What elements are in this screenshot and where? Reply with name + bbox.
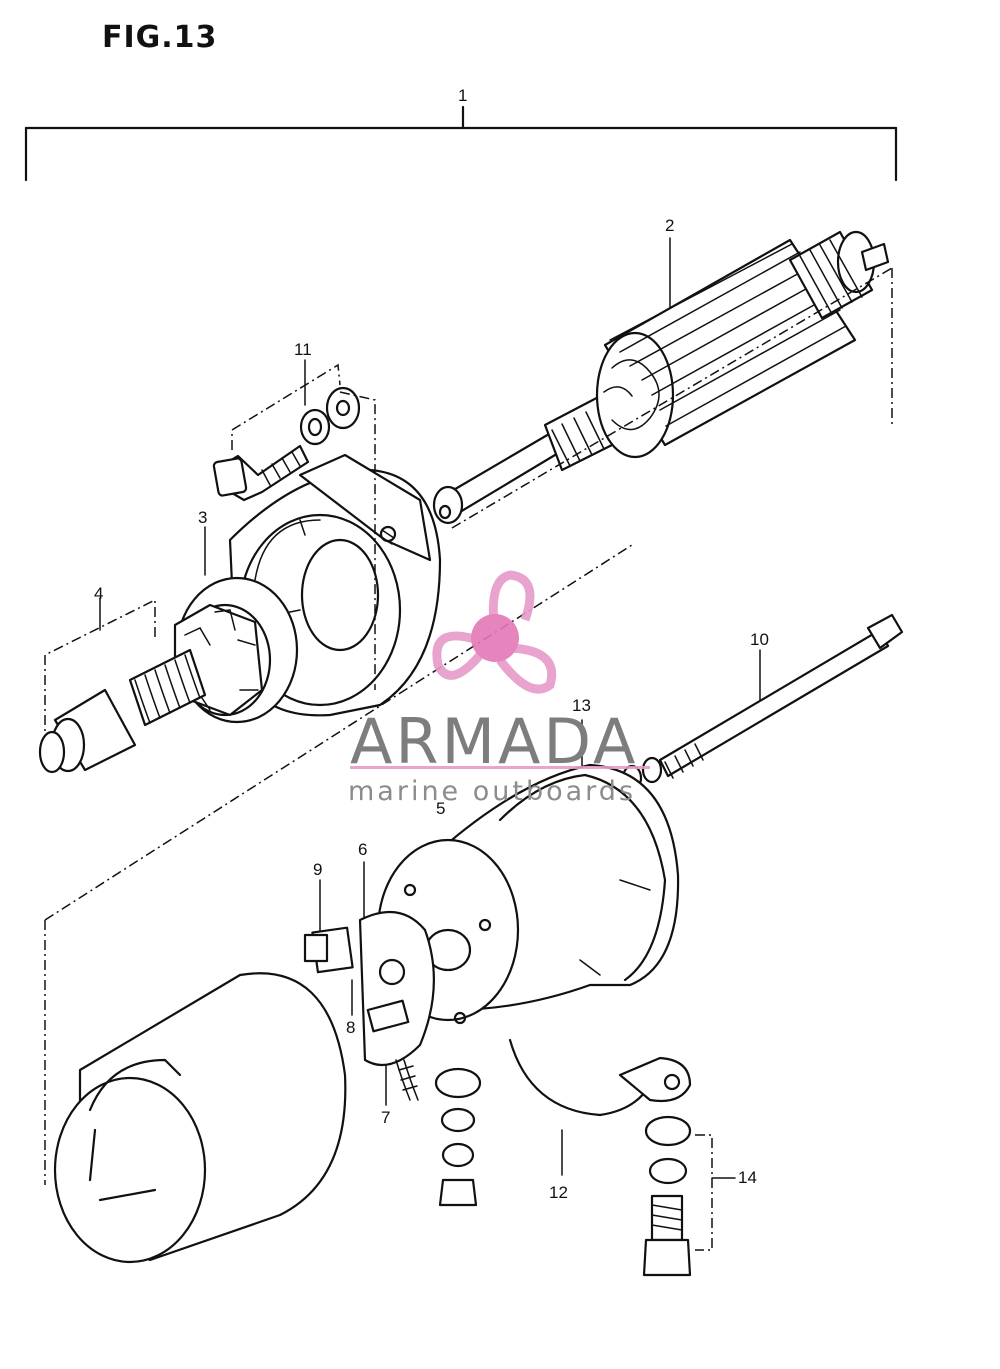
callout-14: 14 bbox=[738, 1168, 757, 1187]
callout-4: 4 bbox=[94, 584, 104, 603]
drive-end-housing bbox=[175, 391, 442, 724]
watermark-tagline: marine outboards bbox=[348, 776, 637, 807]
callout-2: 2 bbox=[665, 216, 675, 235]
callout-6: 6 bbox=[358, 840, 368, 859]
bolt-and-washers bbox=[212, 359, 361, 502]
assembly-bracket bbox=[24, 105, 898, 182]
callout-13: 13 bbox=[572, 696, 591, 715]
figure-title: FIG.13 bbox=[102, 20, 218, 55]
callout-12: 12 bbox=[549, 1183, 568, 1202]
callout-11: 11 bbox=[294, 340, 312, 359]
callout-9: 9 bbox=[313, 860, 323, 879]
watermark-brand: ARMADA bbox=[350, 705, 639, 778]
callout-7: 7 bbox=[381, 1108, 391, 1127]
armature bbox=[432, 230, 893, 529]
pinion-assembly bbox=[38, 597, 264, 774]
fastener-stack bbox=[434, 1038, 736, 1277]
callout-3: 3 bbox=[198, 508, 208, 527]
callout-1: 1 bbox=[458, 86, 468, 105]
callout-8: 8 bbox=[346, 1018, 356, 1037]
brush-holder-plate bbox=[303, 861, 435, 1106]
callout-10: 10 bbox=[750, 630, 769, 649]
callout-5: 5 bbox=[436, 799, 446, 818]
propeller-icon bbox=[350, 570, 650, 769]
yoke-housing bbox=[44, 544, 633, 1264]
